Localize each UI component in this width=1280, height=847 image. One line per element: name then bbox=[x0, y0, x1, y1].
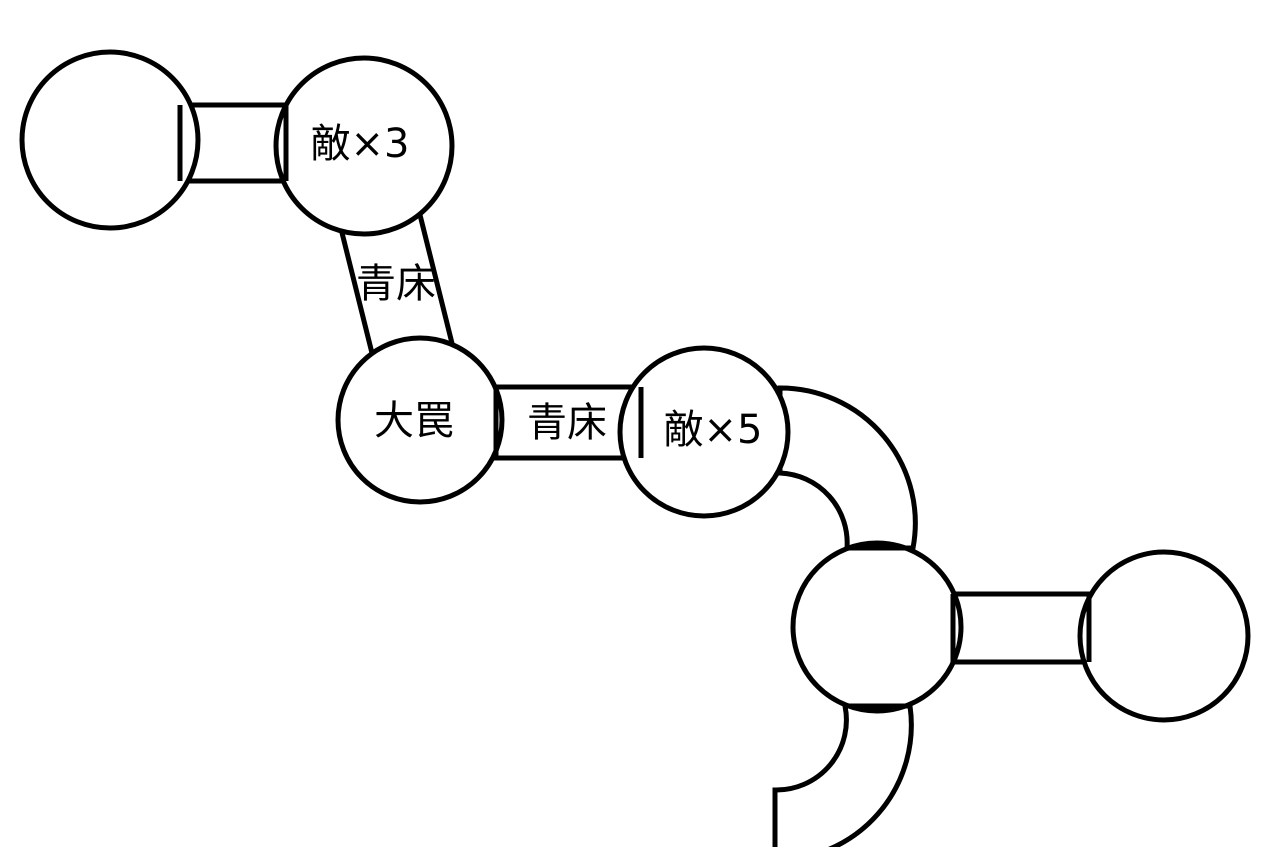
corridor-blue-diagonal-label: 青床 bbox=[356, 261, 436, 307]
corridor-blue-horizontal-label: 青床 bbox=[527, 400, 607, 446]
room-enemy-3 bbox=[273, 55, 455, 237]
room-trap-label: 大罠 bbox=[374, 398, 454, 444]
room-trap bbox=[335, 335, 505, 505]
room-enemy-5 bbox=[617, 345, 791, 519]
room-far-right bbox=[1077, 549, 1251, 723]
room-enemy-5-label: 敵×5 bbox=[664, 407, 763, 453]
room-enemy-3-label: 敵×3 bbox=[311, 121, 410, 167]
corridor-blue-diagonal: 青床 bbox=[334, 193, 458, 375]
corridor-bottom-right bbox=[950, 591, 1092, 665]
room-top-left bbox=[19, 49, 201, 231]
curved-passage-upper bbox=[777, 385, 918, 551]
room-junction bbox=[790, 540, 964, 714]
curved-passage-lower bbox=[772, 703, 914, 847]
